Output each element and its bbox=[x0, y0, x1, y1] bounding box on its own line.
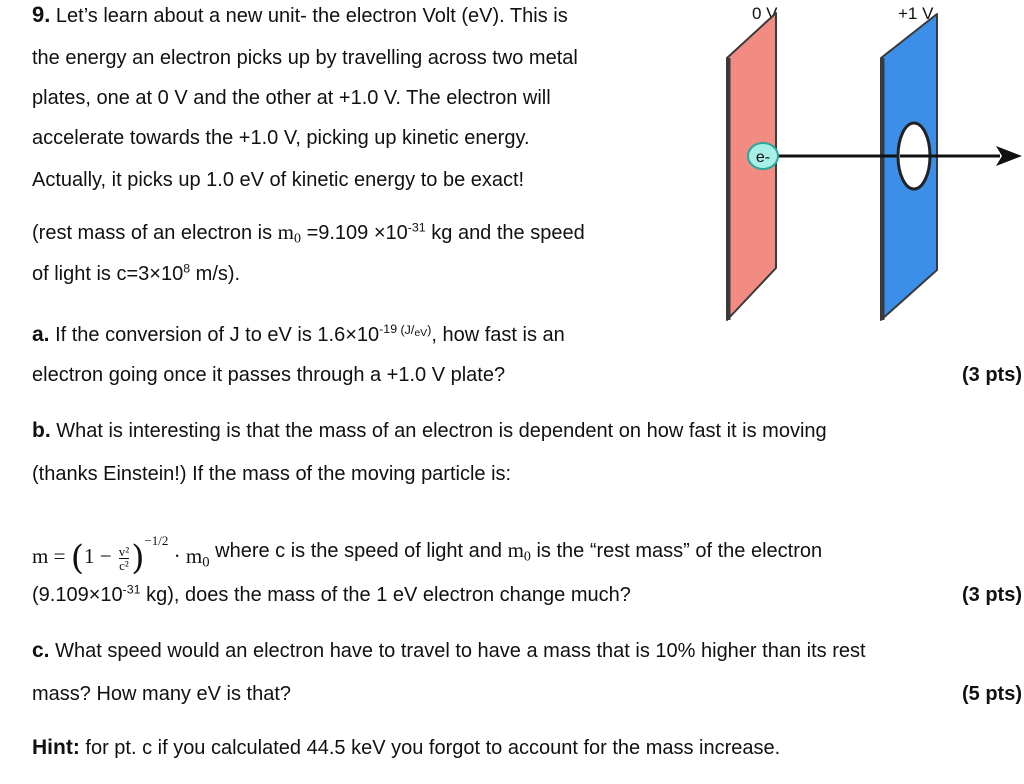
m-subscript: 0 bbox=[294, 231, 301, 247]
question-9-line-3: plates, one at 0 V and the other at +1.0… bbox=[32, 85, 551, 111]
question-number: 9. bbox=[32, 2, 51, 27]
rest-mass-post: kg and the speed bbox=[425, 222, 585, 244]
m0-symbol: m bbox=[507, 538, 524, 563]
right-plate-label: +1 V bbox=[898, 4, 934, 23]
part-c-text-2: mass? How many eV is that? bbox=[32, 683, 291, 705]
electron: e- bbox=[747, 142, 779, 170]
rest-mass-text: (rest mass of an electron is bbox=[32, 222, 278, 244]
intro-text-5: Actually, it picks up 1.0 eV of kinetic … bbox=[32, 169, 525, 191]
part-b-exponent: -31 bbox=[122, 582, 141, 597]
electron-plates-diagram: 0 V +1 V e- bbox=[726, 4, 1022, 321]
m-symbol: m bbox=[277, 220, 294, 244]
part-a-unit: (J/eV) bbox=[397, 323, 432, 340]
part-b-text-4-post: kg), does the mass of the 1 eV electron … bbox=[140, 584, 631, 606]
part-b-line-1: b. What is interesting is that the mass … bbox=[32, 418, 827, 444]
part-b-text-3-post: is the “rest mass” of the electron bbox=[530, 540, 823, 563]
part-b-text-1: What is interesting is that the mass of … bbox=[56, 420, 827, 442]
question-9-line-1: 9. Let’s learn about a new unit- the ele… bbox=[32, 2, 568, 29]
intro-text-1: Let’s learn about a new unit- the electr… bbox=[55, 5, 568, 27]
part-b-label: b. bbox=[32, 419, 51, 442]
rest-mass-exponent: -31 bbox=[407, 220, 426, 235]
part-b-text-2: (thanks Einstein!) If the mass of the mo… bbox=[32, 463, 512, 485]
part-a-points: (3 pts) bbox=[962, 364, 1022, 386]
left-plate bbox=[726, 12, 777, 321]
part-a-exponent: -19 bbox=[379, 322, 398, 337]
part-c-line-2: mass? How many eV is that? bbox=[32, 681, 291, 707]
part-b-text-3: where c is the speed of light and bbox=[215, 540, 508, 563]
part-a-text-2: electron going once it passes through a … bbox=[32, 364, 506, 386]
speed-of-light-line: of light is c=3×108 m/s). bbox=[32, 261, 240, 287]
hint-text: for pt. c if you calculated 44.5 keV you… bbox=[79, 737, 781, 759]
light-exponent: 8 bbox=[183, 261, 191, 276]
arrow-head-icon bbox=[996, 146, 1022, 166]
question-9-line-5: Actually, it picks up 1.0 eV of kinetic … bbox=[32, 167, 524, 193]
light-post: m/s). bbox=[190, 263, 241, 285]
part-b-line-2: (thanks Einstein!) If the mass of the mo… bbox=[32, 461, 511, 487]
part-c-label: c. bbox=[32, 639, 50, 662]
part-c-line-1: c. What speed would an electron have to … bbox=[32, 638, 866, 664]
hint-label: Hint: bbox=[32, 736, 80, 759]
light-text: of light is c=3×10 bbox=[32, 263, 184, 285]
part-a-text: If the conversion of J to eV is 1.6×10 bbox=[55, 323, 380, 346]
question-9-line-4: accelerate towards the +1.0 V, picking u… bbox=[32, 125, 530, 151]
part-c-text-1: What speed would an electron have to tra… bbox=[55, 640, 866, 662]
part-a-line-2: electron going once it passes through a … bbox=[32, 362, 505, 388]
part-a-post: , how fast is an bbox=[431, 323, 565, 346]
hint-line: Hint: for pt. c if you calculated 44.5 k… bbox=[32, 735, 780, 761]
part-b-text-4: (9.109×10 bbox=[32, 584, 123, 606]
part-a-label: a. bbox=[32, 322, 50, 346]
intro-text-4: accelerate towards the +1.0 V, picking u… bbox=[32, 127, 530, 149]
part-c-points: (5 pts) bbox=[962, 683, 1022, 705]
question-9-line-2: the energy an electron picks up by trave… bbox=[32, 45, 578, 71]
intro-text-3: plates, one at 0 V and the other at +1.0… bbox=[32, 87, 551, 109]
rest-mass-value: =9.109 ×10 bbox=[306, 222, 408, 244]
intro-text-2: the energy an electron picks up by trave… bbox=[32, 47, 578, 69]
rest-mass-line: (rest mass of an electron is m0 =9.109 ×… bbox=[32, 219, 585, 253]
part-b-points: (3 pts) bbox=[962, 584, 1022, 606]
part-b-line-4: (9.109×10-31 kg), does the mass of the 1… bbox=[32, 582, 631, 608]
part-a-line-1: a. If the conversion of J to eV is 1.6×1… bbox=[32, 317, 565, 348]
electron-label: e- bbox=[756, 149, 770, 166]
